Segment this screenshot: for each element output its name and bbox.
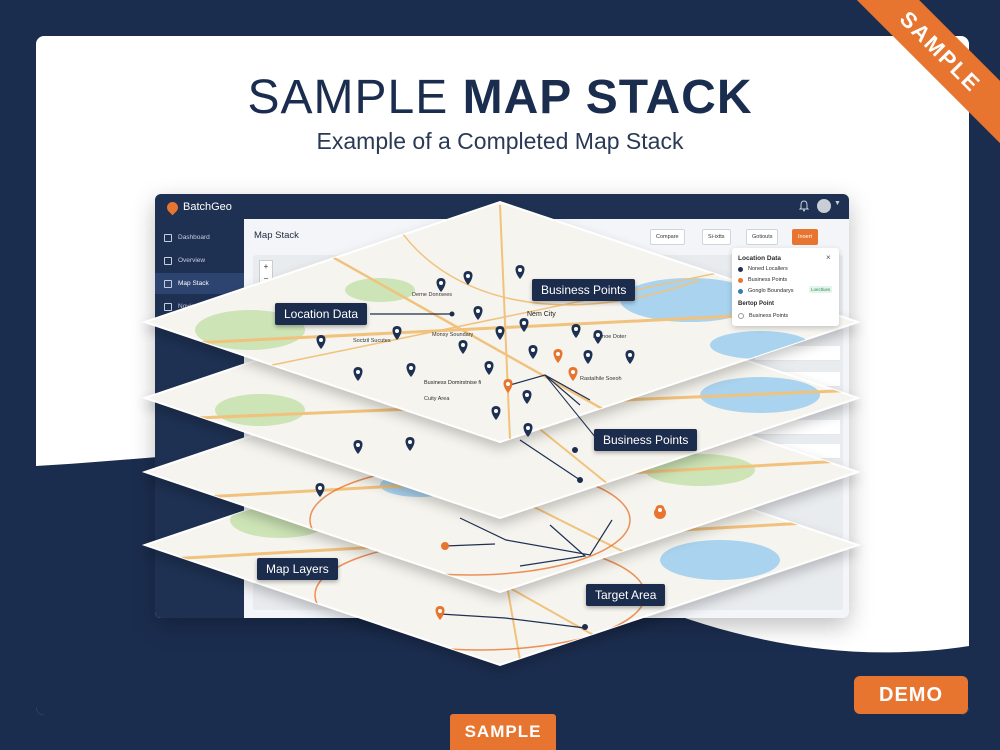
callout-dot	[572, 447, 578, 453]
map-pin-dot	[395, 329, 399, 333]
map-label: Derne Donrsees	[412, 292, 452, 298]
legend-label: Business Points	[749, 313, 789, 319]
legend-row[interactable]: Business Points	[738, 277, 787, 283]
zoom-in-button[interactable]: +	[263, 262, 269, 271]
map-pin-dot	[498, 329, 502, 333]
map-pin-dot	[522, 321, 526, 325]
map-pin-dot	[318, 486, 322, 490]
sample-badge: SAMPLE	[450, 714, 556, 750]
map-pin-dot	[461, 343, 465, 347]
pin-icon	[738, 288, 743, 294]
legend-label: Noned Locallers	[748, 266, 788, 272]
callout-business-points-mid: Business Points	[594, 429, 698, 451]
map-pin-dot	[494, 409, 498, 413]
map-pin-dot	[466, 274, 470, 278]
map-label: Cuity Area	[424, 396, 450, 402]
main-header: Map Stack Compare Si-ixtts Gotiouts Inoe…	[244, 219, 849, 249]
map-icon	[164, 302, 172, 311]
map-pin-dot	[518, 268, 522, 272]
marker-group	[315, 265, 665, 620]
main-title: Map Stack	[254, 230, 299, 241]
map-pin-dot	[409, 366, 413, 370]
title-bold: MAP STACK	[462, 71, 753, 124]
map-pin-dot	[526, 426, 530, 430]
callout-target-area: Target Area	[586, 584, 666, 606]
map-pin-dot	[574, 327, 578, 331]
map-label: Nem City	[527, 311, 556, 318]
sidebar-item-label: Overview	[178, 257, 206, 264]
avatar[interactable]	[817, 199, 831, 213]
page-subtitle: Example of a Completed Map Stack	[316, 128, 684, 154]
map-pin-dot	[356, 443, 360, 447]
legend-label: Business Points	[748, 277, 788, 283]
legend-row[interactable]: Noned Locallers	[738, 266, 788, 272]
callout-connector	[544, 374, 597, 439]
map-pin-dot	[571, 370, 575, 374]
map-label: Rastalhile Soeoh	[580, 376, 622, 382]
pin-icon	[738, 277, 743, 283]
map-pin-dot	[628, 353, 632, 357]
chevron-down-icon[interactable]: ▼	[834, 200, 841, 207]
sidebar-item-dashboard[interactable]: Dashboard	[155, 227, 244, 248]
compare-button[interactable]: Compare	[650, 229, 685, 245]
filter-select-2[interactable]: Gotiouts	[746, 229, 779, 245]
grid-icon	[164, 256, 172, 265]
map-pin-dot	[439, 281, 443, 285]
sidebar-item-label: Map Stack	[178, 280, 209, 287]
callout-dot	[582, 624, 588, 630]
callout-business-points-top: Business Points	[532, 279, 636, 301]
layers-icon	[164, 279, 172, 288]
legend-label: Gonglo Boundarys	[748, 288, 794, 294]
map-pin-dot	[356, 370, 360, 374]
close-icon[interactable]: ×	[826, 253, 831, 262]
callout-location-data: Location Data	[275, 303, 368, 325]
map-pin-dot	[438, 609, 442, 613]
zoom-out-button[interactable]: −	[263, 274, 269, 283]
legend-row[interactable]: Gonglo Boundarys	[738, 288, 794, 294]
demo-badge: DEMO	[854, 676, 968, 714]
bell-icon[interactable]	[798, 200, 810, 212]
map-label: Monsy Soundary	[432, 332, 474, 338]
callout-dot	[577, 477, 583, 483]
map-pin-dot	[487, 364, 491, 368]
pin-icon	[738, 266, 743, 272]
map-pin-dot	[531, 348, 535, 352]
map-pin-dot	[556, 352, 560, 356]
map-label: Business Domirstnise fi	[424, 380, 481, 386]
map-pin-dot	[476, 309, 480, 313]
home-icon	[164, 233, 172, 242]
map-label: Fosnoe Doter	[593, 334, 626, 340]
panel-title: Location Data	[738, 255, 781, 262]
sidebar-item-overview[interactable]: Overview	[155, 250, 244, 271]
map-pin-dot	[319, 338, 323, 342]
map-pin-dot	[658, 508, 662, 512]
map-pin-dot	[525, 393, 529, 397]
radio-icon	[738, 313, 744, 319]
brand-name: BatchGeo	[183, 201, 232, 213]
map-pin-dot	[506, 382, 510, 386]
filter-select-1[interactable]: Si-ixtts	[702, 229, 731, 245]
map-pin-dot	[596, 333, 600, 337]
sidebar-item-map-stack[interactable]: Map Stack	[155, 273, 244, 294]
legend-row[interactable]: Business Points	[738, 313, 788, 319]
callout-dot	[449, 311, 455, 317]
map-pin-dot	[586, 353, 590, 357]
panel-section-title: Bertop Point	[738, 301, 774, 307]
map-pin-dot	[408, 440, 412, 444]
sidebar-item-label: Dashboard	[178, 234, 210, 241]
status-badge: Loectlues	[809, 286, 833, 293]
callout-map-layers: Map Layers	[257, 558, 338, 580]
export-button[interactable]: Inoert	[792, 229, 819, 245]
location-data-panel: Location Data × Noned Locallers Business…	[732, 248, 839, 326]
brand-logo[interactable]: BatchGeo	[164, 199, 232, 215]
page-title: SAMPLE MAP STACK	[0, 70, 1000, 125]
title-light: SAMPLE	[247, 71, 449, 124]
map-label: Soctzil Sucutes	[353, 338, 391, 344]
